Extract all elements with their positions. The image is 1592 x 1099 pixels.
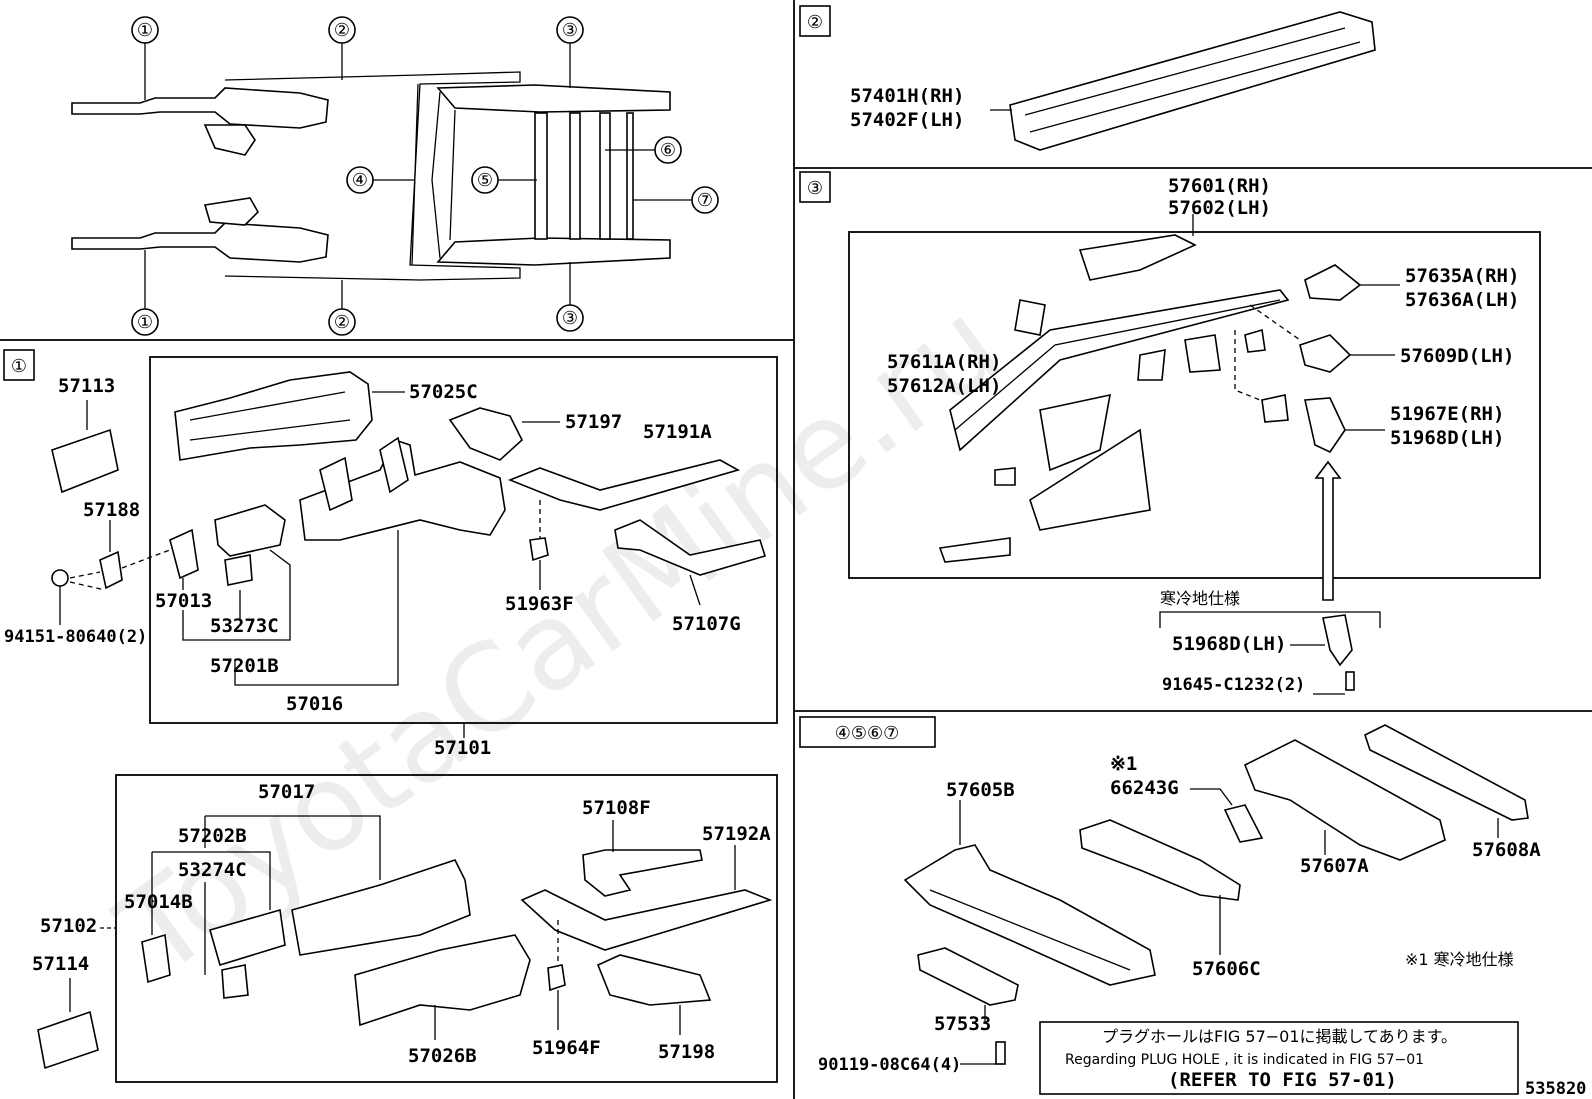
- section-4567-parts: [903, 724, 1529, 1095]
- part-label-90119-08C64: 90119-08C64(4): [818, 1055, 961, 1075]
- part-label-57198: 57198: [658, 1041, 715, 1063]
- part-label-51968D-box: 51968D(LH): [1390, 427, 1504, 449]
- part-label-57636A: 57636A(LH): [1405, 289, 1519, 311]
- part-label-57025C: 57025C: [409, 381, 478, 403]
- callout-label: ②: [334, 312, 350, 333]
- part-label-57113: 57113: [58, 375, 115, 397]
- part-label-57607A: 57607A: [1300, 855, 1369, 877]
- plug-note-en: Regarding PLUG HOLE , it is indicated in…: [1065, 1052, 1424, 1068]
- callout-label: ③: [807, 178, 823, 199]
- part-label-57608A: 57608A: [1472, 839, 1541, 861]
- section-4567-labels: 57605B ※1 66243G 57607A 57608A 57606C ※1…: [818, 753, 1541, 1091]
- part-label-57108F: 57108F: [582, 797, 651, 819]
- section-3-labels: 57601(RH) 57602(LH) 57635A(RH) 57636A(LH…: [887, 175, 1519, 695]
- part-label-51964F: 51964F: [532, 1037, 601, 1059]
- part-label-57609D: 57609D(LH): [1400, 345, 1514, 367]
- part-label-53274C: 53274C: [178, 859, 247, 881]
- part-label-94151-80640: 94151-80640(2): [4, 627, 147, 647]
- section-2-tag: ②: [799, 5, 831, 37]
- section-3-parts: [938, 214, 1400, 695]
- callout-label: ⑦: [697, 190, 713, 211]
- callout-label: ②: [807, 12, 823, 33]
- section-1-tag: ①: [3, 349, 35, 381]
- part-label-57013: 57013: [155, 590, 212, 612]
- figure-id: 535820: [1525, 1079, 1586, 1099]
- cold-spec-label: 寒冷地仕様: [1160, 589, 1240, 608]
- part-label-57202B: 57202B: [178, 825, 247, 847]
- part-label-57635A: 57635A(RH): [1405, 265, 1519, 287]
- part-label-53273C: 53273C: [210, 615, 279, 637]
- callout-label: ⑤: [477, 170, 493, 191]
- part-label-57191A: 57191A: [643, 421, 712, 443]
- part-label-51967E: 51967E(RH): [1390, 403, 1504, 425]
- part-label-57192A: 57192A: [702, 823, 771, 845]
- section-1-lower-labels: 57017 57202B 53274C 57014B 57102 57114 5…: [32, 781, 771, 1067]
- part-label-57402F: 57402F(LH): [850, 109, 964, 131]
- note-marker: ※1: [1110, 753, 1137, 775]
- cold-spec-note: ※1 寒冷地仕様: [1405, 950, 1514, 969]
- section-2-labels: 57401H(RH) 57402F(LH): [850, 85, 964, 131]
- callout-label: ③: [562, 20, 578, 41]
- callout-label: ③: [562, 308, 578, 329]
- section-3-tag: ③: [799, 171, 831, 203]
- part-label-57605B: 57605B: [946, 779, 1015, 801]
- section-2-parts: [990, 11, 1376, 151]
- part-label-57017: 57017: [258, 781, 315, 803]
- part-label-57026B: 57026B: [408, 1045, 477, 1067]
- part-label-57612A: 57612A(LH): [887, 375, 1001, 397]
- part-label-57101: 57101: [434, 737, 491, 759]
- part-label-57188: 57188: [83, 499, 140, 521]
- part-label-51968D: 51968D(LH): [1172, 633, 1286, 655]
- section-1-labels: 57113 57188 94151-80640(2) 57025C 57197 …: [4, 375, 741, 759]
- overview-frame-diagram: [71, 71, 671, 281]
- part-label-57102: 57102: [40, 915, 97, 937]
- part-label-57016: 57016: [286, 693, 343, 715]
- callout-label: ①: [137, 20, 153, 41]
- part-label-51963F: 51963F: [505, 593, 574, 615]
- part-label-57197: 57197: [565, 411, 622, 433]
- part-label-57606C: 57606C: [1192, 958, 1261, 980]
- section-4567-tag: ④⑤⑥⑦: [799, 716, 936, 748]
- part-label-57107G: 57107G: [672, 613, 741, 635]
- part-label-57014B: 57014B: [124, 891, 193, 913]
- callout-label: ②: [334, 20, 350, 41]
- part-label-57601: 57601(RH): [1168, 175, 1271, 197]
- plug-note-jp: プラグホールはFIG 57−01に掲載してあります。: [1102, 1027, 1457, 1046]
- section-1-lower-parts: [37, 815, 773, 1070]
- callout-label: ④⑤⑥⑦: [835, 723, 900, 744]
- part-label-57611A: 57611A(RH): [887, 351, 1001, 373]
- callout-label: ⑥: [660, 140, 676, 161]
- overview-callouts: ① ② ③ ④ ⑤ ⑥ ⑦ ① ② ③: [131, 16, 719, 336]
- part-label-57201B: 57201B: [210, 655, 279, 677]
- part-label-91645-C1232: 91645-C1232(2): [1162, 675, 1305, 695]
- section-1-parts: [51, 371, 767, 738]
- part-label-57602: 57602(LH): [1168, 197, 1271, 219]
- part-label-66243G: 66243G: [1110, 777, 1179, 799]
- part-label-57533: 57533: [934, 1013, 991, 1035]
- part-label-57401H: 57401H(RH): [850, 85, 964, 107]
- callout-label: ④: [352, 170, 368, 191]
- callout-label: ①: [11, 356, 27, 377]
- plug-note-ref: (REFER TO FIG 57-01): [1168, 1069, 1397, 1091]
- part-label-57114: 57114: [32, 953, 89, 975]
- section-3-box: [848, 231, 1541, 579]
- callout-label: ①: [137, 312, 153, 333]
